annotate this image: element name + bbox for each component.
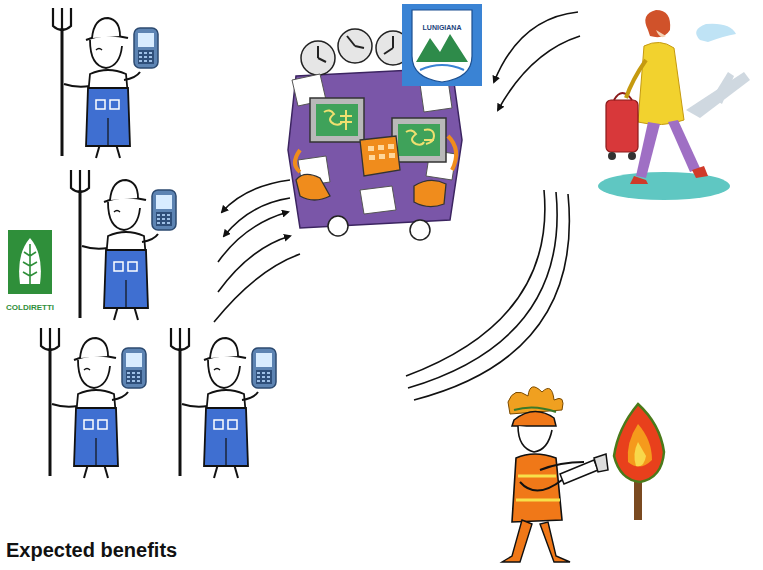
farmer-figure [171, 328, 276, 478]
coldiretti-logo [8, 230, 52, 294]
farmer-figure [41, 328, 146, 478]
signal-waves [494, 12, 580, 110]
burning-tree [614, 404, 664, 520]
farmer-figure [71, 170, 176, 320]
heading-label: Expected benefits [6, 538, 177, 562]
logo-node: LUNIGIANA [402, 4, 482, 34]
traveler-figure [598, 10, 750, 200]
logo-text: LUNIGIANA [422, 24, 463, 32]
signal-waves [214, 180, 300, 322]
logo-text: COLDIRETTI [5, 303, 55, 312]
firefighter-figure [502, 387, 608, 562]
logo-node: COLDIRETTI [3, 294, 57, 314]
farmer-figure [53, 8, 158, 158]
lunigiana-logo [402, 4, 482, 86]
